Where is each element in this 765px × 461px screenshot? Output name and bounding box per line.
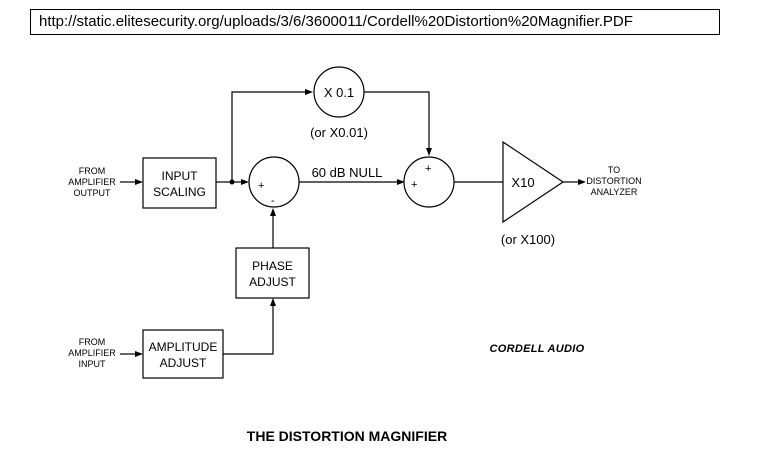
to-analyzer-line3: ANALYZER <box>591 187 638 197</box>
x01-block: X 0.1 <box>313 66 365 118</box>
phase-adjust-line2: ADJUST <box>249 275 296 289</box>
from-amp-output-line3: OUTPUT <box>74 188 112 198</box>
from-amp-input-line3: INPUT <box>79 359 107 369</box>
arrow-in-to-amplitude <box>135 351 143 357</box>
arrow-to-x01 <box>305 89 313 95</box>
arrow-in-to-scaling <box>135 179 143 185</box>
from-amp-output-line2: AMPLIFIER <box>68 177 116 187</box>
url-text: http://static.elitesecurity.org/uploads/… <box>39 13 633 30</box>
input-scaling-block: INPUT SCALING <box>142 157 217 209</box>
sum1-minus-sign: - <box>271 195 275 207</box>
to-analyzer-line1: TO <box>608 165 620 175</box>
wire-x01-to-sum2 <box>364 91 430 148</box>
x01-label: X 0.1 <box>324 85 354 100</box>
to-distortion-analyzer-label: TO DISTORTION ANALYZER <box>586 165 641 197</box>
sum2-plus-left: + <box>411 179 417 191</box>
from-amplifier-input-label: FROM AMPLIFIER INPUT <box>68 337 116 369</box>
sum1-plus-sign: + <box>258 180 264 192</box>
x10-label: X10 <box>511 175 534 190</box>
phase-adjust-block: PHASE ADJUST <box>235 247 310 299</box>
from-amplifier-output-label: FROM AMPLIFIER OUTPUT <box>68 166 116 198</box>
arrow-x01-to-sum2 <box>426 148 432 156</box>
from-amp-input-line1: FROM <box>79 337 106 347</box>
url-box: http://static.elitesecurity.org/uploads/… <box>30 9 720 35</box>
cordell-audio-logo: CORDELL AUDIO <box>490 343 585 355</box>
wire-node-to-x01 <box>231 91 305 182</box>
arrow-phase-to-sum1 <box>270 208 276 216</box>
amplitude-adjust-line1: AMPLITUDE <box>149 340 218 354</box>
amplitude-adjust-line2: ADJUST <box>160 356 207 370</box>
wire-amplitude-to-phase <box>223 306 274 355</box>
input-scaling-line1: INPUT <box>162 169 199 183</box>
null-label: 60 dB NULL <box>312 165 383 180</box>
summing-junction-1: + - <box>248 156 300 208</box>
arrow-amplitude-to-phase <box>270 298 276 306</box>
summing-junction-2: + + <box>403 156 455 208</box>
amplitude-adjust-block: AMPLITUDE ADJUST <box>142 329 224 379</box>
arrow-amp-to-output <box>578 179 586 185</box>
arrow-node-to-sum1 <box>241 179 249 185</box>
arrow-sum1-to-sum2 <box>397 179 405 185</box>
x10-amplifier: X10 <box>502 140 565 224</box>
phase-adjust-line1: PHASE <box>252 259 293 273</box>
x001-label: (or X0.01) <box>310 125 368 140</box>
to-analyzer-line2: DISTORTION <box>586 176 641 186</box>
from-amp-input-line2: AMPLIFIER <box>68 348 116 358</box>
sum2-plus-top: + <box>425 163 431 175</box>
from-amp-output-line1: FROM <box>79 166 106 176</box>
x100-label: (or X100) <box>501 232 555 247</box>
diagram-title: THE DISTORTION MAGNIFIER <box>247 428 447 444</box>
input-scaling-line2: SCALING <box>153 185 206 199</box>
